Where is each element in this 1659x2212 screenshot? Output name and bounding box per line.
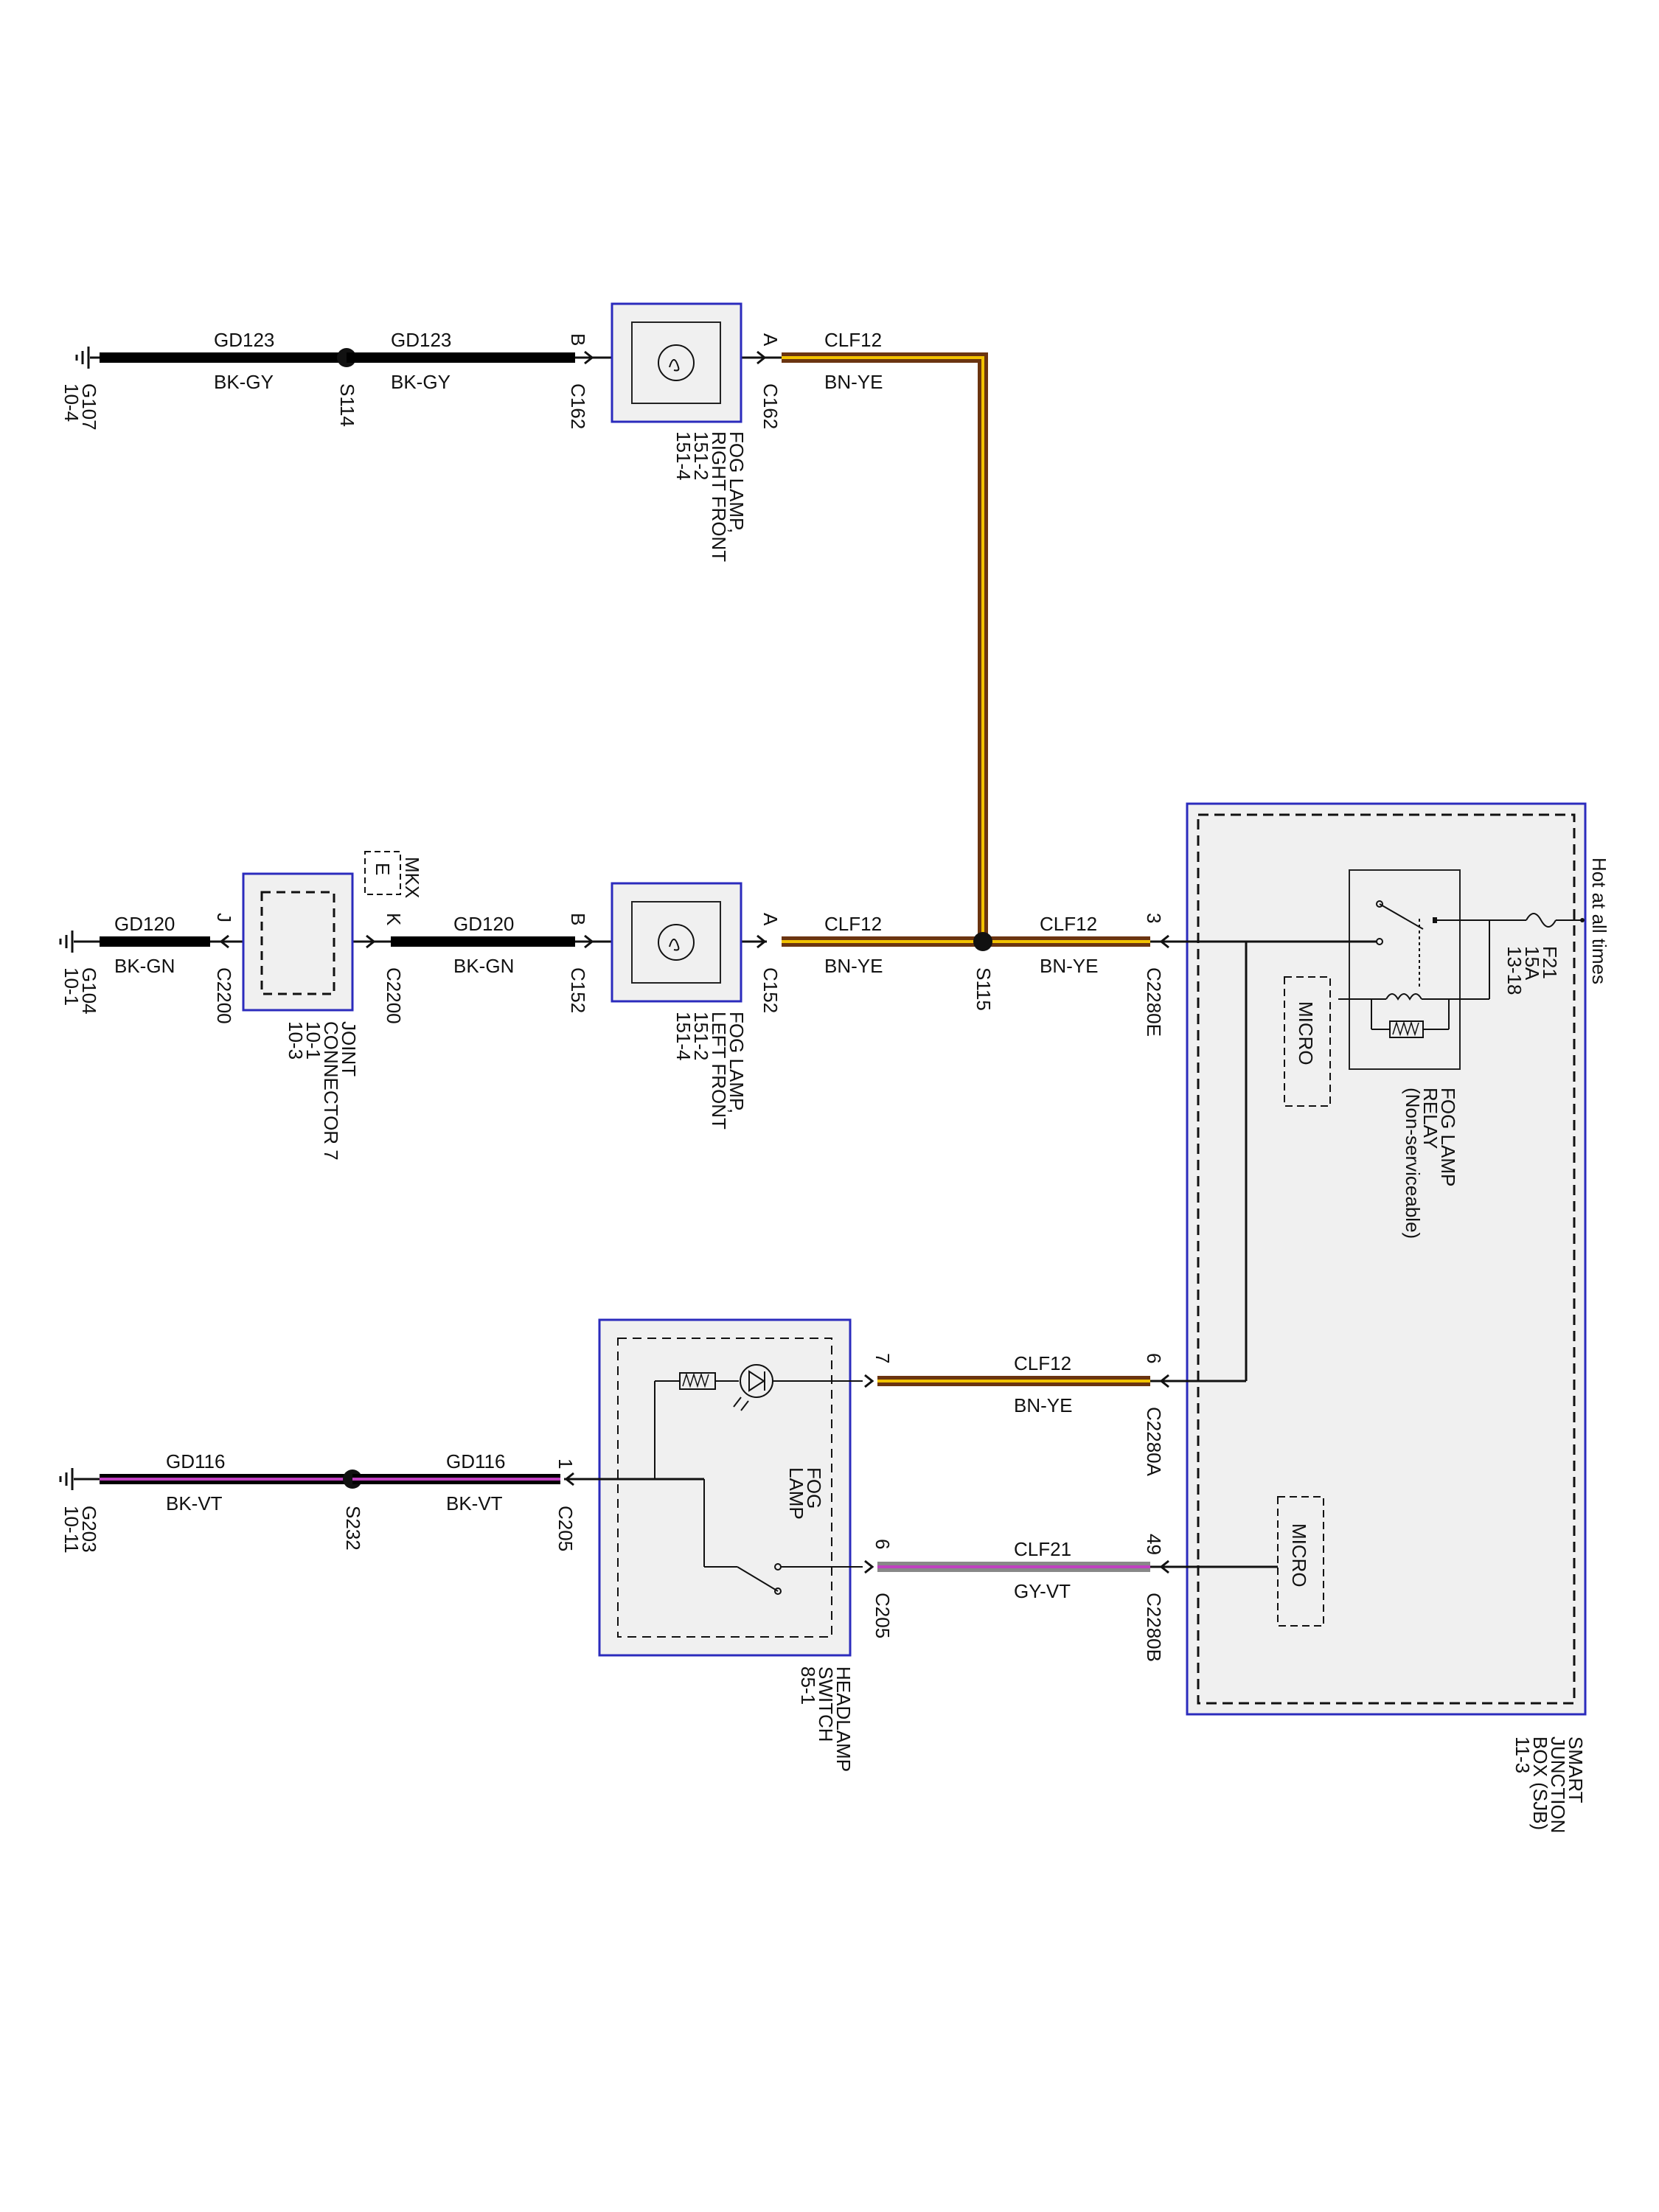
- micro-label-1: MICRO: [1295, 1001, 1317, 1065]
- clf12-circuit-l1: CLF12: [824, 913, 882, 935]
- fog-right-line2: RIGHT FRONT: [708, 431, 730, 562]
- clf12-circuit-r: CLF12: [824, 329, 882, 351]
- joint-line2: CONNECTOR 7: [320, 1021, 342, 1161]
- joint-connector-7: [242, 872, 354, 1012]
- c162-left: C162: [567, 383, 589, 429]
- gd120-circuit-a: GD120: [114, 913, 175, 935]
- c162-right: C162: [759, 383, 782, 429]
- g104-ref: 10-1: [60, 967, 83, 1006]
- joint-line3: 10-1: [302, 1021, 324, 1060]
- sjb-inner-dashed: [1197, 813, 1576, 1705]
- relay-box: [1349, 869, 1461, 1070]
- clf12-circuit-lower: CLF12: [1014, 1352, 1071, 1374]
- pin-7: 7: [872, 1353, 894, 1363]
- c205-left: C205: [554, 1506, 577, 1551]
- c152-right: C152: [759, 967, 782, 1013]
- gd120-circuit-b: GD120: [453, 913, 514, 935]
- relay-label-3: (Non-serviceable): [1402, 1088, 1424, 1239]
- relay-label-2: RELAY: [1419, 1088, 1441, 1149]
- g107-name: G107: [78, 383, 100, 431]
- joint-line4: 10-3: [285, 1021, 307, 1060]
- gd123-circuit-b: GD123: [391, 329, 451, 351]
- gd123-circuit-a: GD123: [214, 329, 274, 351]
- splice-s115: [973, 932, 992, 951]
- micro-box-1: [1284, 976, 1331, 1107]
- fog-left-line1: FOG LAMP,: [726, 1012, 748, 1113]
- pin-49: 49: [1143, 1534, 1165, 1555]
- hl-inner-2: LAMP: [785, 1467, 807, 1520]
- c2280b-label: C2280B: [1143, 1593, 1165, 1662]
- gd116-color-b: BK-VT: [446, 1492, 503, 1514]
- hot-at-all-times: Hot at all times: [1588, 858, 1610, 984]
- pin-3: 3: [1143, 913, 1165, 923]
- sjb-label-4: 11-3: [1512, 1736, 1534, 1773]
- clf12-color-r: BN-YE: [824, 371, 883, 393]
- fog-right-line1: FOG LAMP,: [726, 431, 748, 533]
- pin-6-c205: 6: [872, 1539, 894, 1549]
- s115-label: S115: [973, 967, 995, 1011]
- g203-name: G203: [78, 1506, 100, 1553]
- headlamp-switch: [598, 1318, 852, 1657]
- micro-label-2: MICRO: [1288, 1523, 1310, 1587]
- fog-left-line3: 151-2: [690, 1012, 712, 1061]
- mkx-label: MKX: [401, 857, 423, 898]
- hl-inner-1: FOG: [803, 1467, 825, 1509]
- wire-clf12-right: [782, 352, 988, 942]
- gd123-color-a: BK-GY: [214, 371, 274, 393]
- fog-left-line4: 151-4: [672, 1012, 695, 1061]
- gd116-color-a: BK-VT: [166, 1492, 223, 1514]
- hl-label-1: HEADLAMP: [832, 1666, 855, 1772]
- pin-b-c152: B: [567, 913, 589, 925]
- s114-label: S114: [336, 383, 358, 427]
- clf12-color-l2: BN-YE: [1040, 955, 1098, 977]
- c2280e-label: C2280E: [1143, 967, 1165, 1037]
- joint-line1: JOINT: [338, 1021, 360, 1077]
- c2200-left: C2200: [213, 967, 235, 1024]
- sjb-label-1: SMART: [1565, 1736, 1587, 1804]
- c2200-right: C2200: [383, 967, 405, 1024]
- g104-name: G104: [78, 967, 100, 1015]
- pin-b-c162: B: [567, 333, 589, 346]
- fog-right-line4: 151-4: [672, 431, 695, 481]
- g203-ref: 10-11: [60, 1506, 83, 1554]
- fuse-ref: 13-18: [1503, 946, 1526, 995]
- fuse-rating: 15A: [1521, 946, 1543, 981]
- gd123-color-b: BK-GY: [391, 371, 451, 393]
- pin-a-c162: A: [759, 333, 782, 347]
- clf12-color-l1: BN-YE: [824, 955, 883, 977]
- sjb-label-2: JUNCTION: [1547, 1736, 1569, 1833]
- mkx-tag: [364, 851, 401, 895]
- fuse-name: F21: [1539, 946, 1561, 979]
- clf21-color: GY-VT: [1014, 1580, 1071, 1602]
- fog-left-line2: LEFT FRONT: [708, 1012, 730, 1130]
- pin-6-c2280a: 6: [1143, 1353, 1165, 1363]
- relay-label-1: FOG LAMP: [1437, 1088, 1459, 1186]
- clf12-circuit-l2: CLF12: [1040, 913, 1097, 935]
- fog-right-line3: 151-2: [690, 431, 712, 481]
- c152-left: C152: [567, 967, 589, 1013]
- pin-1: 1: [554, 1458, 577, 1469]
- mkx-pin: E: [372, 863, 394, 875]
- gd120-color-a: BK-GN: [114, 955, 175, 977]
- sjb-label-3: BOX (SJB): [1529, 1736, 1551, 1830]
- clf12-color-lower: BN-YE: [1014, 1394, 1072, 1416]
- s232-label: S232: [342, 1506, 364, 1551]
- c205-right: C205: [872, 1593, 894, 1638]
- pin-k: K: [383, 913, 405, 926]
- pin-j: J: [213, 913, 235, 922]
- pin-a-c152: A: [759, 913, 782, 926]
- g107-ref: 10-4: [60, 383, 83, 422]
- gd116-circuit-a: GD116: [166, 1450, 225, 1472]
- micro-box-2: [1277, 1496, 1324, 1627]
- gd120-color-b: BK-GN: [453, 955, 514, 977]
- hl-label-3: 85-1: [797, 1666, 819, 1705]
- gd116-circuit-b: GD116: [446, 1450, 505, 1472]
- hl-label-2: SWITCH: [815, 1666, 837, 1742]
- clf21-circuit: CLF21: [1014, 1538, 1071, 1560]
- c2280a-label: C2280A: [1143, 1407, 1165, 1477]
